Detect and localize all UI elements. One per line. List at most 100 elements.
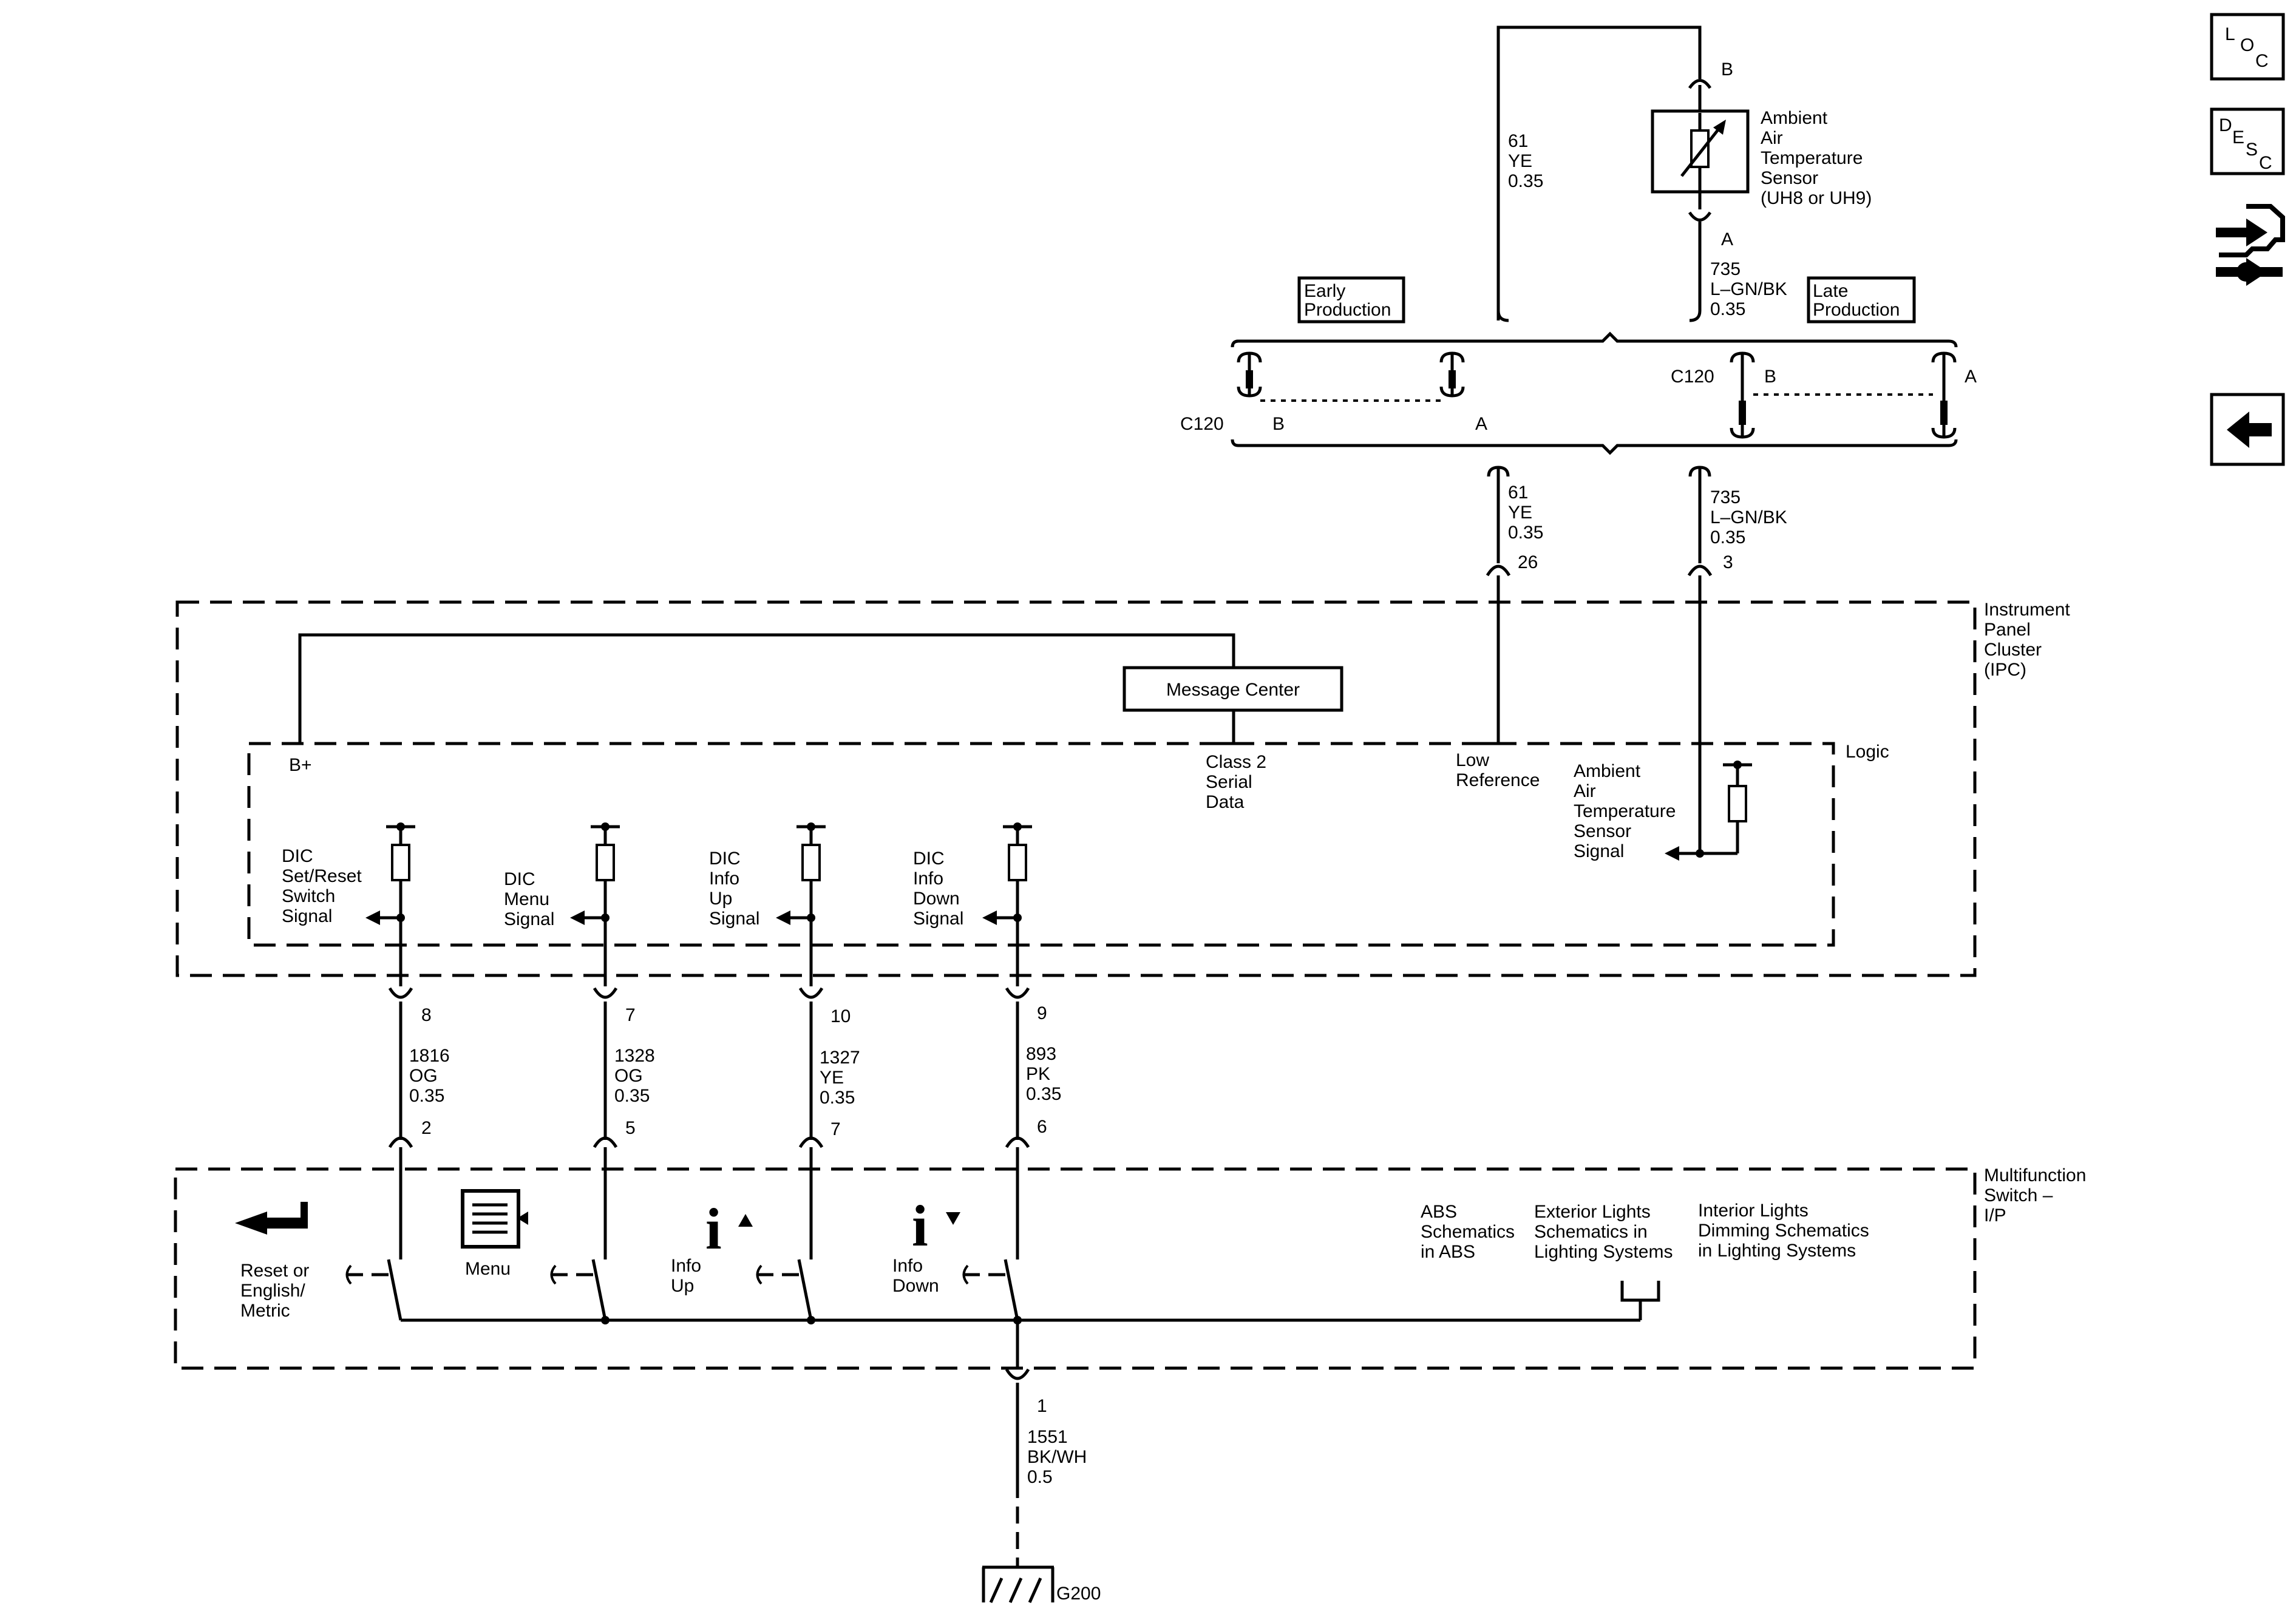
mfs-label: I/P	[1984, 1205, 2006, 1225]
option-bracket-bottom	[1231, 339, 1958, 455]
dic-info-down-label: Info	[913, 869, 943, 889]
connector-pin-label: 6	[1037, 1117, 1047, 1137]
interior-lights-reference[interactable]: Dimming Schematics	[1698, 1221, 1869, 1241]
dic-info-down-label: Down	[913, 889, 960, 909]
wire-label: 1328	[614, 1046, 655, 1066]
class2-label: Data	[1206, 792, 1245, 812]
connector-wrench-icon[interactable]	[2216, 204, 2285, 286]
abs-reference[interactable]: Schematics	[1421, 1222, 1515, 1242]
interior-lights-reference[interactable]: in Lighting Systems	[1698, 1241, 1856, 1261]
wire-label: 0.5	[1027, 1467, 1053, 1487]
connector-pin-label: 26	[1518, 552, 1538, 572]
wire-label: L–GN/BK	[1710, 279, 1787, 299]
back-arrow-button[interactable]	[2210, 393, 2285, 466]
harness-terminals	[388, 987, 1030, 1148]
class2-label: Serial	[1206, 772, 1252, 792]
abs-reference[interactable]: ABS	[1421, 1202, 1457, 1222]
reset-label: English/	[240, 1281, 305, 1301]
c120-early-a	[1439, 351, 1465, 398]
connector-pin-label: 5	[625, 1118, 636, 1138]
menu-switch	[550, 1147, 607, 1321]
terminal-sensor-b	[1688, 79, 1712, 89]
connector-pin-label: B	[1272, 414, 1285, 434]
ipc-label: Panel	[1984, 620, 2031, 640]
mfs-label: Multifunction	[1984, 1165, 2086, 1185]
wire-label: OG	[614, 1066, 643, 1086]
wire-label: PK	[1026, 1064, 1050, 1084]
up-triangle-icon	[738, 1214, 753, 1227]
description-button[interactable]: D E S C	[2210, 107, 2285, 175]
dic-info-down-label: Signal	[913, 909, 963, 929]
sensor-label-1: Ambient	[1761, 108, 1828, 128]
wire-label: 1327	[820, 1048, 860, 1068]
dic-menu-label: Signal	[504, 909, 554, 929]
exterior-lights-reference[interactable]: Schematics in	[1534, 1222, 1648, 1242]
dic-info-up-label: Info	[709, 869, 739, 889]
c120-early-b	[1237, 351, 1262, 398]
sensor-pin-a-label: A	[1721, 229, 1733, 249]
connector-pin-label: B	[1764, 367, 1776, 387]
ipc-label: (IPC)	[1984, 660, 2026, 680]
c120-late-a	[1931, 351, 1957, 439]
desc-letter-e: E	[2232, 127, 2244, 147]
wire-label: 61	[1508, 483, 1528, 503]
desc-letter-c: C	[2259, 153, 2272, 173]
connector-pin-label: 3	[1723, 552, 1733, 572]
logic-boundary	[247, 742, 1835, 947]
ipc-label: Instrument	[1984, 600, 2070, 620]
aats-signal-label: Air	[1574, 781, 1596, 801]
connector-pin-label: 2	[421, 1118, 432, 1138]
connector-pin-label: A	[1965, 367, 1977, 387]
menu-icon	[461, 1189, 528, 1249]
wire-label: 0.35	[409, 1086, 444, 1106]
info-down-icon: i	[912, 1193, 928, 1258]
abs-reference[interactable]: in ABS	[1421, 1242, 1475, 1262]
dic-set-reset-channel	[365, 822, 415, 986]
aats-signal-label: Sensor	[1574, 821, 1631, 841]
interior-lights-reference[interactable]: Interior Lights	[1698, 1201, 1809, 1221]
wire-label: 0.35	[1026, 1084, 1061, 1104]
wire-label: 735	[1710, 259, 1741, 279]
wire-label: 0.35	[1710, 299, 1745, 319]
wire-label: 1551	[1027, 1427, 1068, 1447]
sensor-pin-b-label: B	[1721, 59, 1733, 80]
wire-label: 0.35	[1710, 527, 1745, 547]
low-reference-label: Low	[1456, 750, 1489, 770]
option-bracket-top	[1231, 331, 1958, 348]
wire-label: L–GN/BK	[1710, 507, 1787, 527]
aats-signal-label: Ambient	[1574, 761, 1641, 781]
loc-letter-o: O	[2240, 35, 2254, 55]
logic-label: Logic	[1846, 742, 1889, 762]
desc-letter-s: S	[2246, 140, 2258, 160]
info-up-label: Up	[671, 1276, 694, 1296]
exterior-lights-reference[interactable]: Lighting Systems	[1534, 1242, 1673, 1262]
late-production-box	[1807, 276, 1916, 324]
loc-letter-c: C	[2255, 51, 2269, 71]
connector-pin-label: 9	[1037, 1003, 1047, 1023]
desc-letter-d: D	[2219, 115, 2232, 135]
terminal-upper-right	[1689, 310, 1702, 322]
connector-pin-label: 8	[421, 1005, 432, 1025]
exterior-lights-reference[interactable]: Exterior Lights	[1534, 1202, 1651, 1222]
terminal-pin-26	[1486, 564, 1511, 577]
early-production-label: Production	[1304, 300, 1391, 320]
location-button[interactable]: L O C	[2210, 13, 2285, 81]
info-up-switch	[756, 1147, 813, 1321]
sensor-label-3: Temperature	[1761, 148, 1863, 168]
dic-set-reset-label: Set/Reset	[282, 866, 362, 886]
info-down-switch	[962, 1147, 1019, 1321]
c120-late-b	[1730, 351, 1755, 439]
sensor-label-5: (UH8 or UH9)	[1761, 188, 1872, 208]
variable-arrow-icon	[1713, 120, 1726, 135]
reset-label: Metric	[240, 1301, 290, 1321]
dic-info-up-label: DIC	[709, 849, 741, 869]
wire-label: 0.35	[1508, 171, 1543, 191]
info-down-label: Info	[892, 1256, 923, 1276]
dic-menu-label: Menu	[504, 889, 549, 909]
wire-label: 0.35	[1508, 523, 1543, 543]
c120-label: C120	[1180, 414, 1224, 434]
wire-61-ye-upper	[1496, 25, 1702, 320]
sensor-label-2: Air	[1761, 128, 1783, 148]
terminal-upper-left	[1496, 310, 1509, 322]
low-reference-label: Reference	[1456, 770, 1540, 790]
